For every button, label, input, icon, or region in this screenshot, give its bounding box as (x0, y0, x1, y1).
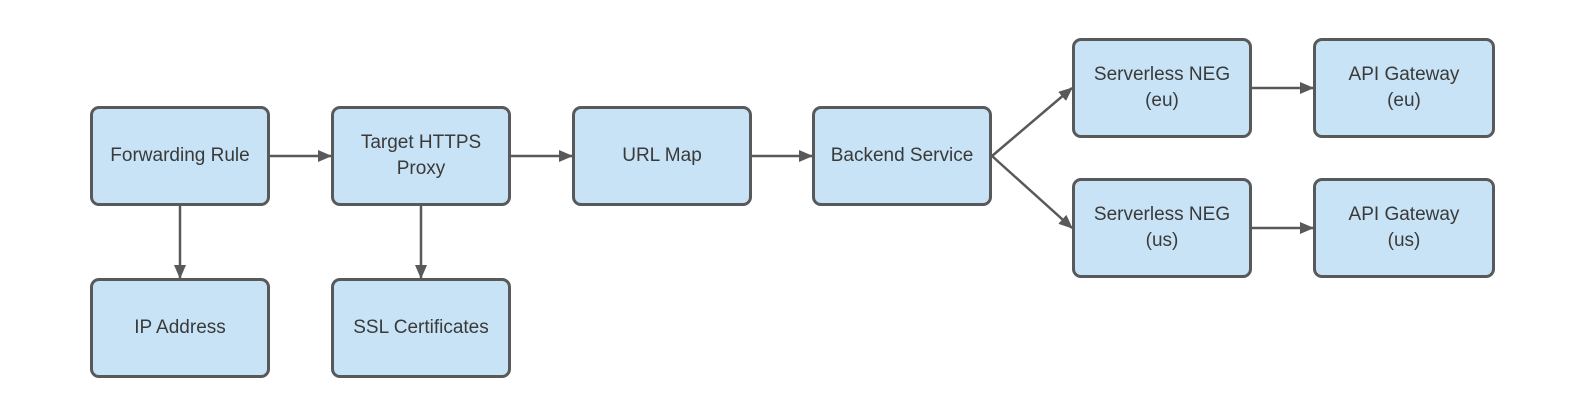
node-api-gateway-eu: API Gateway (eu) (1313, 38, 1495, 138)
node-label: API Gateway (eu) (1349, 62, 1460, 114)
node-label-line: (eu) (1145, 90, 1179, 111)
node-label-line: (us) (1387, 230, 1421, 251)
node-forwarding-rule: Forwarding Rule (90, 106, 270, 206)
node-label-line: URL Map (622, 145, 702, 166)
node-label-line: IP Address (134, 317, 226, 338)
node-label-line: Target HTTPS (360, 132, 482, 153)
node-serverless-neg-us: Serverless NEG (us) (1072, 178, 1252, 278)
node-label: Forwarding Rule (110, 143, 249, 169)
node-label-line: API Gateway (1348, 64, 1460, 85)
edge-backend-service-to-serverless-neg-us (991, 155, 1073, 229)
node-backend-service: Backend Service (812, 106, 992, 206)
node-label-line: API Gateway (1348, 204, 1460, 225)
node-label-line: SSL Certificates (353, 317, 489, 338)
node-url-map: URL Map (572, 106, 752, 206)
node-label: Target HTTPS Proxy (361, 130, 481, 182)
node-label-line: Proxy (396, 158, 446, 179)
node-api-gateway-us: API Gateway (us) (1313, 178, 1495, 278)
node-label: IP Address (134, 315, 226, 341)
node-label-line: (eu) (1387, 90, 1421, 111)
node-label-line: Serverless NEG (1093, 204, 1231, 225)
node-label-line: (us) (1145, 230, 1179, 251)
node-label-line: Backend Service (830, 145, 974, 166)
node-label: Serverless NEG (us) (1094, 202, 1230, 254)
node-label: SSL Certificates (353, 315, 489, 341)
node-serverless-neg-eu: Serverless NEG (eu) (1072, 38, 1252, 138)
node-target-https-proxy: Target HTTPS Proxy (331, 106, 511, 206)
edge-backend-service-to-serverless-neg-eu (991, 87, 1073, 157)
node-label-line: Forwarding Rule (110, 145, 250, 166)
node-label: Backend Service (831, 143, 974, 169)
node-ssl-certificates: SSL Certificates (331, 278, 511, 378)
node-ip-address: IP Address (90, 278, 270, 378)
node-label: URL Map (622, 143, 702, 169)
node-label: Serverless NEG (eu) (1094, 62, 1230, 114)
node-label-line: Serverless NEG (1093, 64, 1231, 85)
node-label: API Gateway (us) (1349, 202, 1460, 254)
